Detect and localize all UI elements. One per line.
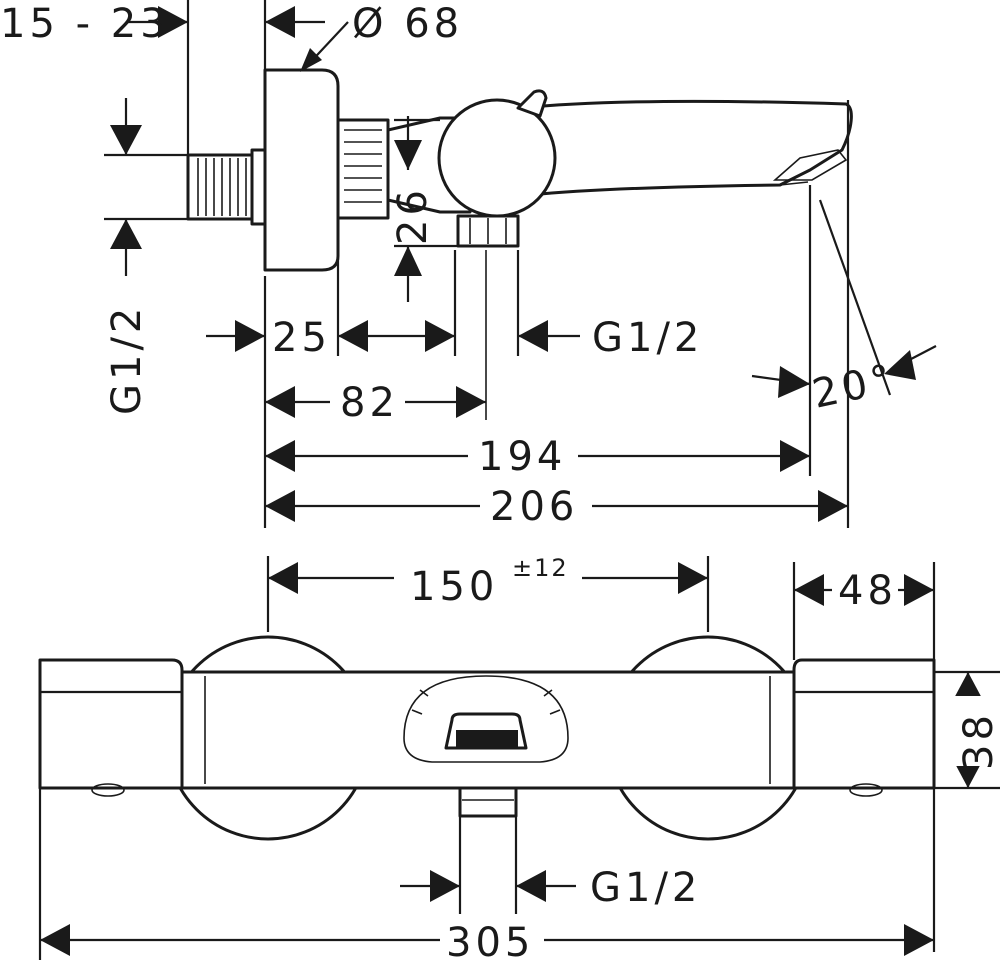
bottom-outlet [458, 786, 518, 818]
flow-handle [792, 658, 936, 797]
dim-centers-tolerance: ±12 [512, 554, 569, 582]
side-dimensions: 15 - 23 Ø 68 G1/2 26 25 G1/2 [0, 0, 937, 530]
dome-ribs [411, 689, 561, 715]
dim-length-194: 194 [478, 434, 566, 480]
mixer-body [437, 98, 557, 218]
dim-bottom-thread: G1/2 [590, 865, 701, 911]
dim-height-38: 38 [956, 711, 1000, 770]
dim-side-thread: G1/2 [104, 304, 150, 415]
dim-centers: 150 [410, 564, 498, 610]
outlet-dome [403, 675, 569, 763]
dim-wall-distance: 15 - 23 [0, 1, 170, 47]
spout [518, 99, 853, 197]
dim-diameter: Ø 68 [352, 1, 463, 47]
dim-outlet-thread: G1/2 [592, 315, 703, 361]
dim-depth: 48 [838, 568, 897, 614]
side-view [186, 68, 853, 420]
outlet-nut [456, 214, 520, 248]
dim-total-width: 305 [446, 920, 534, 966]
front-dimensions: 150 ±12 48 38 G1/2 305 [38, 552, 1000, 966]
temperature-handle [38, 658, 184, 797]
front-view [38, 635, 936, 841]
dim-height-26: 26 [390, 186, 436, 245]
wall-connector [186, 148, 268, 226]
dim-length-206: 206 [490, 484, 578, 530]
union-nut [336, 118, 390, 220]
spout-outlet [772, 149, 848, 181]
escutcheon [263, 68, 340, 272]
dim-offset-25: 25 [272, 315, 331, 361]
dim-angle: 20° [809, 356, 900, 418]
lever [516, 89, 548, 118]
dim-offset-82: 82 [340, 380, 399, 426]
